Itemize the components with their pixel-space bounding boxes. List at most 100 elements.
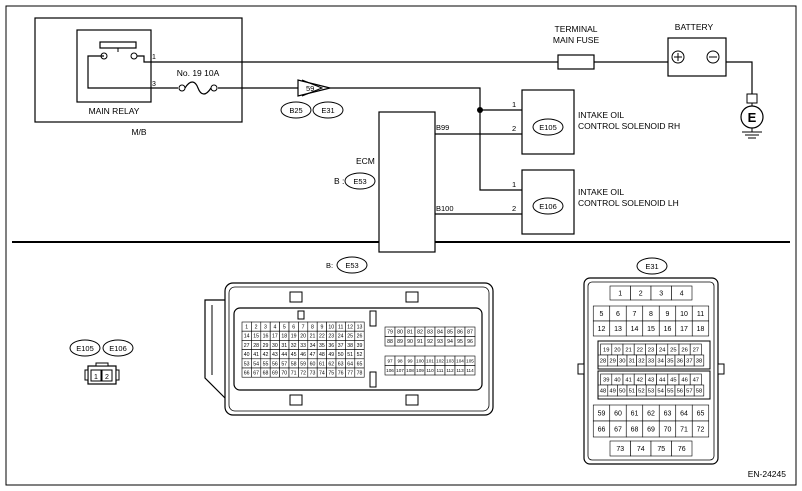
pin-number: 6 [616, 311, 620, 318]
pin-number: 42 [263, 352, 269, 358]
pin-number: 24 [659, 348, 666, 354]
pin-number: 36 [677, 359, 683, 365]
pin-number: 59 [300, 361, 306, 367]
pin-cell [691, 420, 710, 438]
pin-number: 39 [603, 378, 609, 384]
pin-number: 43 [648, 378, 654, 384]
e53-conn-tag: E53 [345, 261, 358, 270]
pin-number: 77 [347, 370, 353, 376]
pin-number: 84 [437, 330, 443, 336]
pin-number: 21 [310, 334, 316, 340]
connector-e105-e106: E105 E106 1 2 [69, 339, 134, 385]
pin-number: 38 [696, 359, 702, 365]
pin-number: 87 [467, 330, 473, 336]
pin-number: 20 [614, 348, 620, 354]
pin-number: 65 [697, 411, 705, 418]
pin-number: 74 [637, 446, 645, 453]
pin-number: 63 [338, 361, 344, 367]
pin-number: 37 [686, 359, 692, 365]
battery: BATTERY [667, 22, 727, 77]
pin-number: 58 [696, 389, 702, 395]
main-relay-box [76, 29, 152, 103]
pin-number: 66 [244, 370, 250, 376]
pin-number: 103 [446, 358, 454, 363]
main-relay-block: MAIN RELAY M/B [34, 17, 243, 137]
pin-number: 34 [657, 359, 664, 365]
pin-number: 70 [664, 427, 672, 434]
pin-number: 47 [310, 352, 316, 358]
pin-number: 96 [467, 339, 473, 345]
ecm-label: ECM [356, 156, 375, 166]
e53-tag: E53 [353, 177, 366, 186]
battery-label: BATTERY [675, 22, 714, 32]
pin-number: 18 [281, 334, 287, 340]
pin-number: 51 [629, 389, 635, 395]
pin-number: 31 [281, 343, 287, 349]
pin-number: 10 [680, 311, 688, 318]
pin-number: 55 [667, 389, 673, 395]
lh-pin-1: 1 [512, 180, 516, 189]
pin-number: 70 [281, 370, 287, 376]
pin-number: 101 [426, 358, 434, 363]
e105-conn-tag: E105 [76, 344, 94, 353]
pin-number: 42 [637, 378, 643, 384]
pin-number: 100 [416, 358, 424, 363]
pin-number: 39 [357, 343, 363, 349]
pin-number: 46 [681, 378, 687, 384]
relay-coil [99, 41, 137, 49]
pin-number: 22 [637, 348, 643, 354]
pin-number: 97 [387, 358, 393, 363]
pin-number: 49 [328, 352, 334, 358]
pin-number: 41 [625, 378, 631, 384]
pin-number: 27 [244, 343, 250, 349]
pin-number: 57 [686, 389, 692, 395]
b100-pin: B100 [436, 204, 454, 213]
pin-cell [691, 320, 710, 337]
pin-number: 68 [263, 370, 269, 376]
pin-number: 74 [319, 370, 325, 376]
pin-number: 4 [680, 291, 684, 298]
pin-number: 94 [447, 339, 453, 345]
pin-number: 114 [466, 368, 474, 373]
junction-dot [477, 107, 483, 113]
solenoid-lh: 1 2 E106 INTAKE OIL CONTROL SOLENOID LH [512, 169, 679, 235]
pin-number: 108 [406, 368, 414, 373]
terminal-label: TERMINAL [555, 24, 598, 34]
pin-number: 53 [648, 389, 654, 395]
terminal-main-fuse: TERMINAL MAIN FUSE [553, 24, 600, 70]
pin-number: 72 [697, 427, 705, 434]
main-fuse-label: MAIN FUSE [553, 35, 600, 45]
pin-number: 46 [300, 352, 306, 358]
e105-tag: E105 [539, 123, 557, 132]
ecm-b-label: B : [334, 176, 344, 186]
pin-number: 110 [426, 368, 434, 373]
pin-number: 61 [319, 361, 325, 367]
main-relay-label: MAIN RELAY [89, 106, 140, 116]
pin-number: 26 [357, 334, 363, 340]
pin-number: 56 [272, 361, 278, 367]
pin-number: 75 [328, 370, 334, 376]
pin-number: 79 [387, 330, 393, 336]
pin-number: 51 [347, 352, 353, 358]
pin-number: 17 [272, 334, 278, 340]
pin-number: 109 [416, 368, 424, 373]
pin-number: 62 [328, 361, 334, 367]
pin-number: 92 [427, 339, 433, 345]
pin-number: 2 [255, 324, 258, 330]
e105-pin-2: 2 [105, 374, 109, 381]
pin-number: 63 [664, 411, 672, 418]
pin-number: 35 [319, 343, 325, 349]
pin-number: 64 [680, 411, 688, 418]
pin-number: 14 [244, 334, 250, 340]
pin-number: 4 [273, 324, 276, 330]
pin-number: 3 [659, 291, 663, 298]
pin-number: 62 [647, 411, 655, 418]
pin-number: 23 [648, 348, 654, 354]
diagram-code: EN-24245 [748, 469, 787, 479]
pin-number: 25 [347, 334, 353, 340]
rh-label-2: CONTROL SOLENOID RH [578, 121, 680, 131]
pin-number: 52 [357, 352, 363, 358]
relay-pin-1: 1 [152, 54, 156, 61]
